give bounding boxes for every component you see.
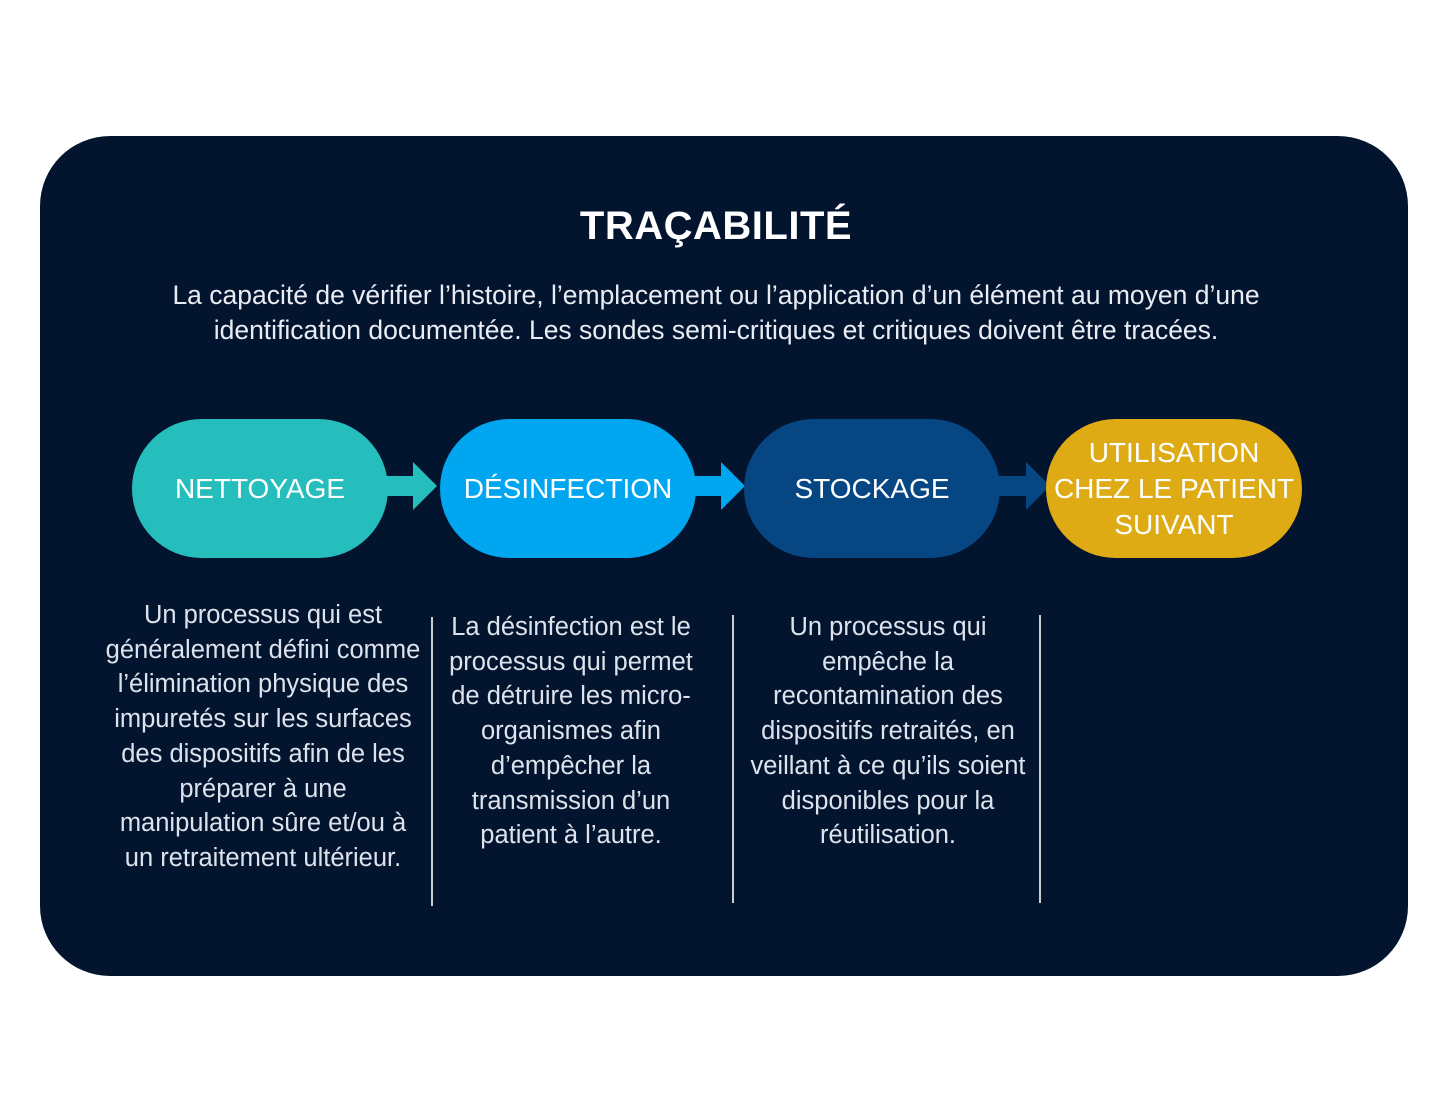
step-storage-description: Un processus qui empêche la recontaminat… xyxy=(750,613,1026,850)
step-next-patient-use: UTILISATION CHEZ LE PATIENT SUIVANT xyxy=(1046,419,1302,558)
arrow-right-icon xyxy=(385,458,437,514)
step-storage-label: STOCKAGE xyxy=(794,472,950,504)
diagram-title: TRAÇABILITÉ xyxy=(579,204,853,248)
step-disinfection-label: DÉSINFECTION xyxy=(463,472,673,504)
step-cleaning-label: NETTOYAGE xyxy=(174,472,346,504)
arrow-right-icon xyxy=(998,458,1050,514)
step-disinfection-description: La désinfection est le processus qui per… xyxy=(449,613,693,850)
step-disinfection: DÉSINFECTION xyxy=(440,419,696,558)
divider xyxy=(732,615,734,903)
divider xyxy=(1039,615,1041,903)
divider xyxy=(431,617,433,906)
step-storage: STOCKAGE xyxy=(744,419,1000,558)
arrow-right-icon xyxy=(693,458,745,514)
step-cleaning-description: Un processus qui est généralement défini… xyxy=(105,601,421,872)
step-cleaning: NETTOYAGE xyxy=(132,419,388,558)
diagram-subtitle: La capacité de vérifier l’histoire, l’em… xyxy=(172,280,1260,345)
step-next-patient-use-label: UTILISATION CHEZ LE PATIENT SUIVANT xyxy=(1053,436,1295,540)
